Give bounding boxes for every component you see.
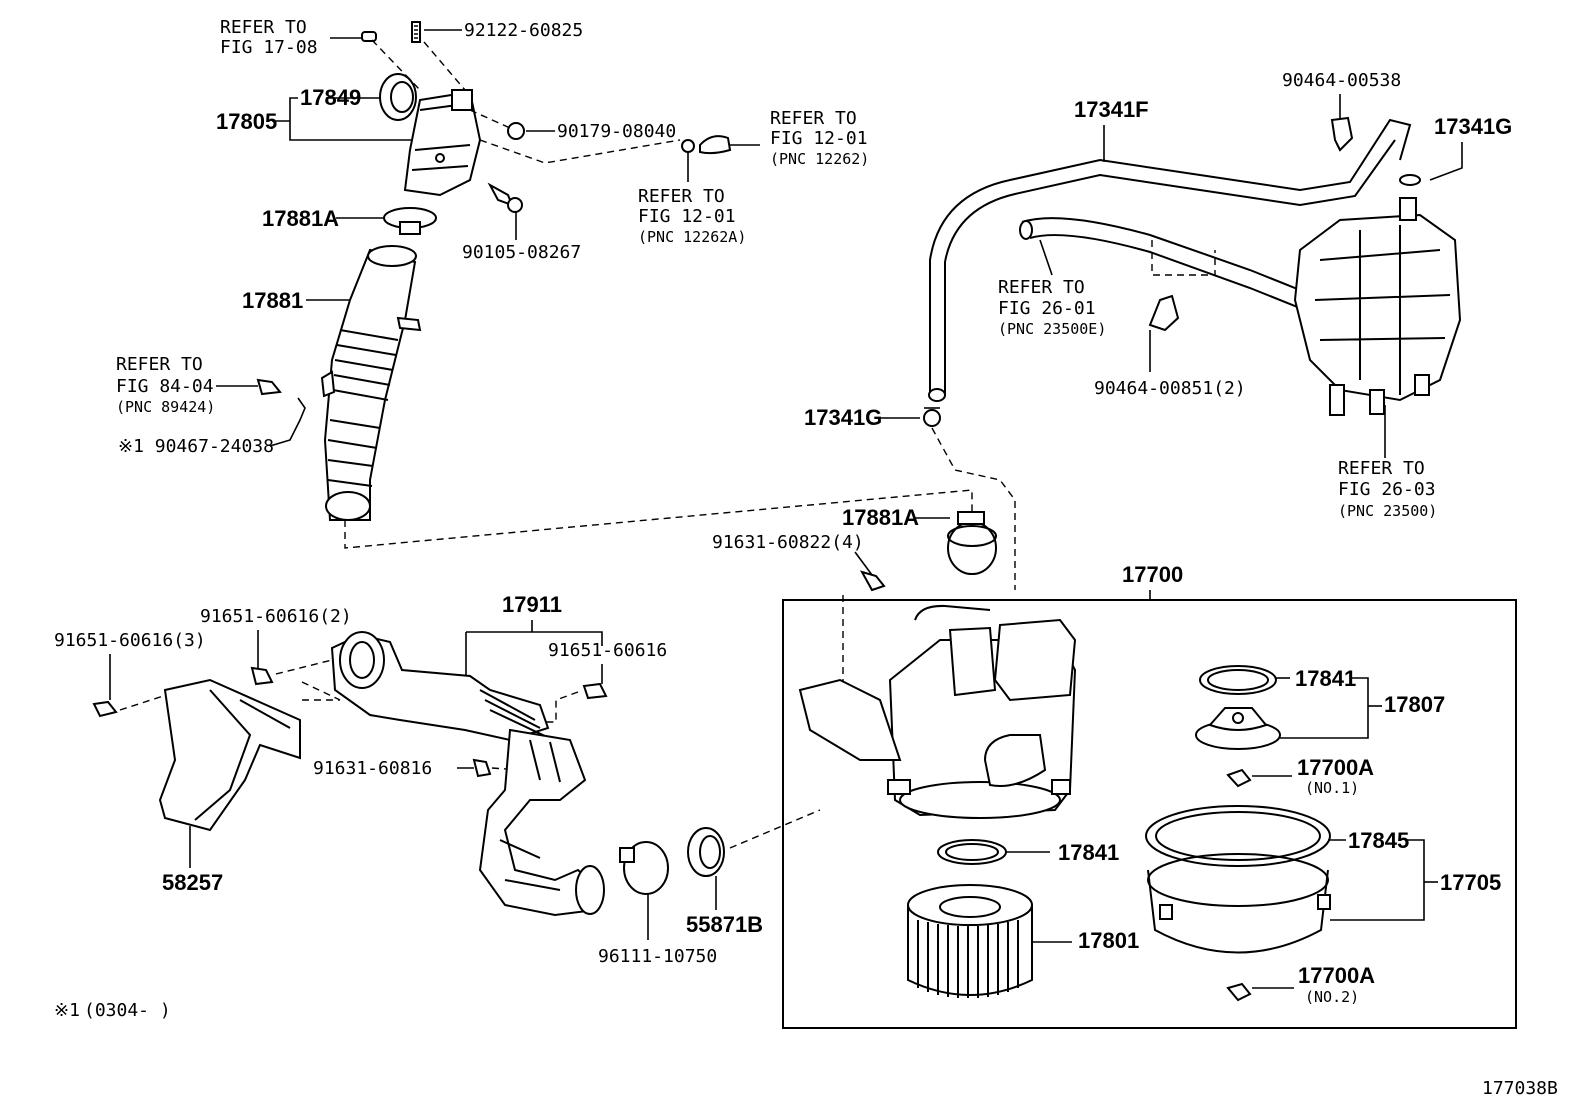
intake-duct-group: 17911 91651-60616(2) 91651-60616(3) 9165… xyxy=(54,592,821,967)
refer-fig-12-01-line1: REFER TO xyxy=(770,108,857,129)
refer-fig-26-01-pnc: (PNC 23500E) xyxy=(998,320,1106,338)
part-17841-mid: 17841 xyxy=(1058,840,1119,865)
bolt-91651-single-icon xyxy=(582,682,608,700)
part-91631-60822: 91631-60822(4) xyxy=(712,532,864,553)
part-17805: 17805 xyxy=(216,109,277,134)
part-91651-60616: 91651-60616 xyxy=(548,640,667,661)
clip-17341G-left-icon xyxy=(923,409,941,427)
seal-ring-55871B-icon xyxy=(687,827,725,877)
hose-end-icon xyxy=(699,135,732,155)
part-17705: 17705 xyxy=(1440,870,1501,895)
part-96111-10750: 96111-10750 xyxy=(598,946,717,967)
refer-fig-26-01-line2: FIG 26-01 xyxy=(998,298,1096,319)
refer-fig-12-01-pnc: (PNC 12262) xyxy=(770,150,869,168)
part-91651-60616-3: 91651-60616(3) xyxy=(54,630,206,651)
seal-ring-17849-icon xyxy=(379,73,417,121)
bolt-91651-2-icon xyxy=(250,666,274,686)
sensor-connector-icon xyxy=(256,378,282,396)
refer-fig-26-01-line1: REFER TO xyxy=(998,277,1085,298)
clip-17700A-no1-icon xyxy=(1226,768,1252,788)
part-17341F: 17341F xyxy=(1074,97,1149,122)
part-91651-60616-2: 91651-60616(2) xyxy=(200,606,352,627)
air-cleaner-case-icon xyxy=(798,604,1077,819)
figure-id: 177038B xyxy=(1482,1078,1558,1099)
part-90467-24038: ※1 90467-24038 xyxy=(118,436,274,457)
part-17807: 17807 xyxy=(1384,692,1445,717)
part-17881A-top: 17881A xyxy=(262,206,339,231)
part-17841-top: 17841 xyxy=(1295,666,1356,691)
refer-fig-12-01-line2: FIG 12-01 xyxy=(770,128,868,149)
part-17849: 17849 xyxy=(300,85,361,110)
part-17341G-top: 17341G xyxy=(1434,114,1512,139)
cover-17807-icon xyxy=(1195,707,1281,750)
refer-fig-26-03-pnc: (PNC 23500) xyxy=(1338,502,1437,520)
part-17801: 17801 xyxy=(1078,928,1139,953)
part-17341G-left: 17341G xyxy=(804,405,882,430)
air-guide-58257-icon xyxy=(158,678,301,832)
intake-hose-lower-icon xyxy=(478,728,605,917)
bolt-91631-60822-icon xyxy=(859,570,886,592)
refer-fig-84-04-line2: FIG 84-04 xyxy=(116,376,214,397)
part-90105-08267: 90105-08267 xyxy=(462,242,581,263)
refer-fig-26-03-line1: REFER TO xyxy=(1338,458,1425,479)
stud-bolt-92122-icon xyxy=(411,21,421,43)
refer-fig-12-01b-line1: REFER TO xyxy=(638,186,725,207)
part-17700: 17700 xyxy=(1122,562,1183,587)
vacuum-hose-group: 17341F 90464-00538 17341G REFER TO FIG 2… xyxy=(804,70,1512,590)
refer-fig-84-04-line1: REFER TO xyxy=(116,354,203,375)
part-17700A-no2: 17700A xyxy=(1298,963,1375,988)
footnote-text: (0304- ) xyxy=(84,1000,171,1021)
air-cleaner-assembly-box xyxy=(782,599,1517,1029)
part-91631-60816: 91631-60816 xyxy=(313,758,432,779)
refer-fig-12-01b-pnc: (PNC 12262A) xyxy=(638,228,746,246)
refer-fig-17-08-line2: FIG 17-08 xyxy=(220,37,318,58)
part-17700A-no1: 17700A xyxy=(1297,755,1374,780)
intake-hose-17881-icon xyxy=(320,245,422,521)
part-92122-60825: 92122-60825 xyxy=(464,20,583,41)
part-17881A-mid: 17881A xyxy=(842,505,919,530)
vacuum-valve-assembly-icon xyxy=(1293,197,1462,416)
part-17700A-no2-sub: (NO.2) xyxy=(1305,988,1359,1006)
part-90464-00851: 90464-00851(2) xyxy=(1094,378,1246,399)
part-58257: 58257 xyxy=(162,870,223,895)
nut-90179-icon xyxy=(507,122,525,140)
hose-clip-90464-00851-icon xyxy=(1148,294,1180,332)
part-90179-08040: 90179-08040 xyxy=(557,121,676,142)
refer-fig-17-08-line1: REFER TO xyxy=(220,17,307,38)
air-filter-element-17801-icon xyxy=(907,884,1033,998)
part-17845: 17845 xyxy=(1348,828,1409,853)
air-inlet-body-17805-icon xyxy=(403,89,482,197)
part-55871B: 55871B xyxy=(686,912,763,937)
refer-fig-84-04-pnc: (PNC 89424) xyxy=(116,398,215,416)
bolt-90105-icon xyxy=(487,182,523,213)
clip-17341G-top-icon xyxy=(1399,174,1421,186)
part-17881: 17881 xyxy=(242,288,303,313)
intake-duct-17911-icon xyxy=(330,631,550,742)
intake-upper-group: REFER TO FIG 17-08 92122-60825 17849 178… xyxy=(116,17,973,549)
mid-parts-group: 17881A 91631-60822(4) xyxy=(712,505,997,710)
case-cap-17845-icon xyxy=(1145,805,1331,954)
part-17911: 17911 xyxy=(502,592,562,617)
refer-fig-26-03-line2: FIG 26-03 xyxy=(1338,479,1436,500)
footnote-mark: ※1 xyxy=(54,1000,80,1021)
clip-17700A-no2-icon xyxy=(1226,982,1252,1002)
air-cleaner-group: 17841 17801 17841 17807 17700A (NO.1) xyxy=(798,604,1501,1006)
vacuum-hose-17341F-icon xyxy=(929,118,1412,395)
hose-clip-90464-icon xyxy=(1330,116,1354,152)
bolt-91651-3-icon xyxy=(92,700,118,718)
part-17700A-no1-sub: (NO.1) xyxy=(1305,779,1359,797)
part-90464-00538: 90464-00538 xyxy=(1282,70,1401,91)
refer-fig-12-01b-line2: FIG 12-01 xyxy=(638,206,736,227)
bolt-91631-60816-icon xyxy=(472,758,492,778)
pipe-end-icon xyxy=(361,31,377,42)
